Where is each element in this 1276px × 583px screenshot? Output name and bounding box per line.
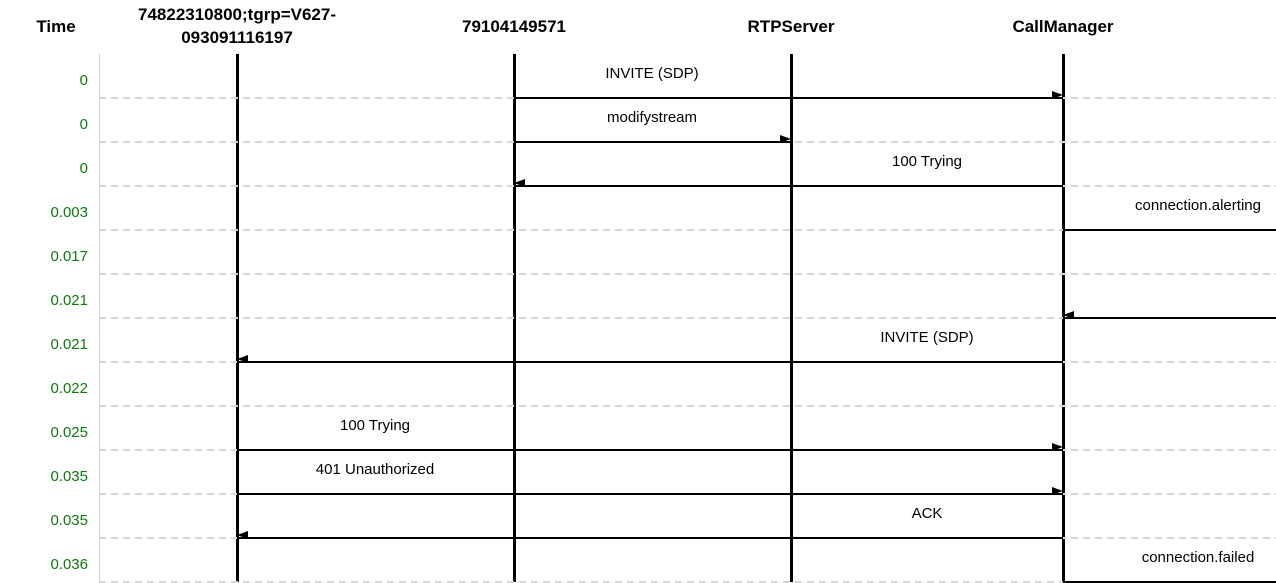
time-label: 0.022 xyxy=(50,380,88,397)
participant-label: RTPServer xyxy=(747,17,835,36)
arrowhead-right-icon xyxy=(1052,443,1063,451)
time-label: 0 xyxy=(79,160,88,177)
time-label: 0.021 xyxy=(50,292,88,309)
time-column-header: Time xyxy=(36,17,76,36)
time-label: 0 xyxy=(79,72,88,89)
message-label[interactable]: INVITE (SDP) xyxy=(880,329,974,346)
time-label: 0.003 xyxy=(50,204,88,221)
message-line xyxy=(237,361,1063,363)
message-label[interactable]: 100 Trying xyxy=(891,153,963,170)
message-line xyxy=(514,97,1063,99)
message-line xyxy=(514,185,1063,187)
message-label[interactable]: ACK xyxy=(911,505,943,522)
arrowhead-right-icon xyxy=(780,135,791,143)
arrowhead-left-icon xyxy=(237,355,248,363)
time-label: 0.036 xyxy=(50,556,88,573)
arrowhead-right-icon xyxy=(1052,487,1063,495)
row-separator xyxy=(99,317,1276,319)
message-label[interactable]: INVITE (SDP) xyxy=(605,65,699,82)
time-label: 0.035 xyxy=(50,468,88,485)
message-label[interactable]: modifystream xyxy=(606,109,698,126)
message-label[interactable]: 100 Trying xyxy=(339,417,411,434)
message-line xyxy=(237,449,1063,451)
message-line xyxy=(237,537,1063,539)
message-label[interactable]: connection.alerting xyxy=(1135,197,1261,214)
row-separator xyxy=(99,229,1276,231)
time-label: 0.025 xyxy=(50,424,88,441)
message-line xyxy=(1063,317,1276,319)
participant-label: 79104149571 xyxy=(461,17,567,36)
arrowhead-right-icon xyxy=(1052,91,1063,99)
time-label: 0.021 xyxy=(50,336,88,353)
message-label[interactable]: connection.failed xyxy=(1141,549,1255,566)
participant-label: 74822310800;tgrp=V627-093091116197 xyxy=(138,5,336,47)
arrowhead-left-icon xyxy=(514,179,525,187)
time-label: 0.035 xyxy=(50,512,88,529)
message-line xyxy=(1063,229,1276,231)
participant-label: CallManager xyxy=(1012,17,1114,36)
message-line xyxy=(514,141,791,143)
arrowhead-left-icon xyxy=(1063,311,1074,319)
row-separator xyxy=(99,405,1276,407)
time-label: 0 xyxy=(79,116,88,133)
time-label: 0.017 xyxy=(50,248,88,265)
row-separator xyxy=(99,273,1276,275)
arrowhead-left-icon xyxy=(237,531,248,539)
message-line xyxy=(237,493,1063,495)
message-label[interactable]: 401 Unauthorized xyxy=(315,461,435,478)
